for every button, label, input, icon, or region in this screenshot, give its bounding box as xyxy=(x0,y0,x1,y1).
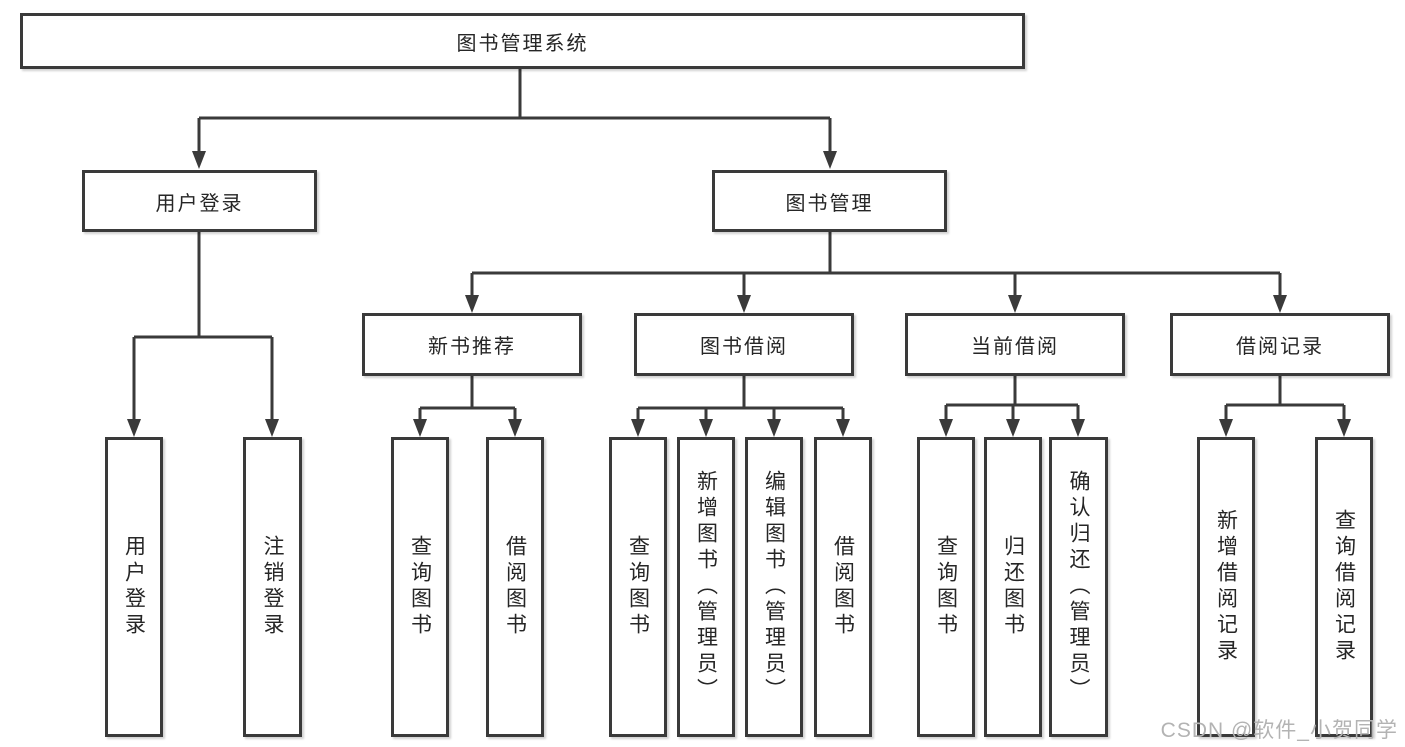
node-label: 归还图书 xyxy=(1001,535,1025,639)
node-label: 用户登录 xyxy=(122,535,146,639)
leaf-return-books: 归还图书 xyxy=(984,437,1042,737)
node-label: 借阅记录 xyxy=(1236,336,1324,358)
node-user-login-module: 用户登录 xyxy=(82,170,317,232)
leaf-query-books-borrowing: 查询图书 xyxy=(609,437,667,737)
leaf-borrow-books-recommend: 借阅图书 xyxy=(486,437,544,737)
node-label: 查询图书 xyxy=(408,535,432,639)
node-label: 新增借阅记录 xyxy=(1214,509,1238,665)
leaf-logout: 注销登录 xyxy=(243,437,302,737)
leaf-confirm-return-admin: 确认归还（管理员） xyxy=(1049,437,1108,737)
node-current-borrowing: 当前借阅 xyxy=(905,313,1125,376)
node-book-borrowing: 图书借阅 xyxy=(634,313,854,376)
leaf-query-books-current: 查询图书 xyxy=(917,437,975,737)
node-label: 图书管理系统 xyxy=(456,32,589,55)
connector-lines xyxy=(134,67,1344,410)
node-label: 注销登录 xyxy=(261,535,284,639)
node-label: 借阅图书 xyxy=(831,535,855,639)
node-label: 借阅图书 xyxy=(503,535,527,639)
node-label: 编辑图书（管理员） xyxy=(762,470,786,704)
node-label: 图书借阅 xyxy=(700,336,788,358)
node-new-book-recommendation: 新书推荐 xyxy=(362,313,582,376)
node-label: 查询图书 xyxy=(626,535,650,639)
node-label: 新增图书（管理员） xyxy=(694,470,718,704)
node-label: 当前借阅 xyxy=(971,336,1059,358)
leaf-edit-books-admin: 编辑图书（管理员） xyxy=(745,437,803,737)
leaf-user-login: 用户登录 xyxy=(105,437,163,737)
node-root-library-management-system: 图书管理系统 xyxy=(20,13,1025,69)
node-label: 查询图书 xyxy=(934,535,958,639)
leaf-query-borrow-record: 查询借阅记录 xyxy=(1315,437,1373,737)
node-book-management-module: 图书管理 xyxy=(712,170,947,232)
arrow-stems xyxy=(132,118,1346,423)
leaf-query-books-recommend: 查询图书 xyxy=(391,437,449,737)
leaf-add-borrow-record: 新增借阅记录 xyxy=(1197,437,1255,737)
node-label: 图书管理 xyxy=(785,192,874,215)
csdn-watermark: CSDN @软件_小贺同学 xyxy=(1160,719,1398,742)
node-label: 查询借阅记录 xyxy=(1332,509,1356,665)
leaf-borrow-books-borrowing: 借阅图书 xyxy=(814,437,872,737)
node-label: 确认归还（管理员） xyxy=(1067,470,1090,704)
node-borrowing-records: 借阅记录 xyxy=(1170,313,1390,376)
node-label: 新书推荐 xyxy=(428,336,516,358)
leaf-add-books-admin: 新增图书（管理员） xyxy=(677,437,735,737)
node-label: 用户登录 xyxy=(155,192,244,215)
